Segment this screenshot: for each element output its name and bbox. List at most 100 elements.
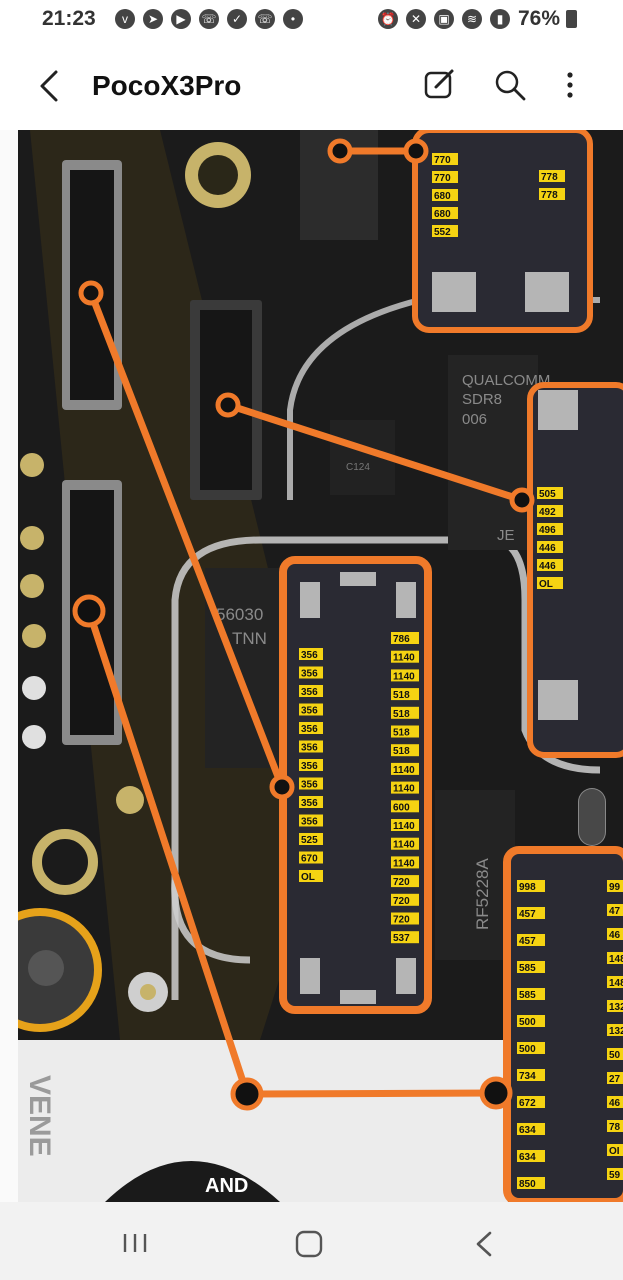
value-label: 518	[393, 690, 410, 701]
ic-mid-right	[527, 382, 623, 758]
viber-icon: ☏	[199, 9, 219, 29]
value-label: 500	[519, 1017, 536, 1028]
back-button[interactable]	[32, 66, 72, 106]
value-label-bg	[607, 952, 623, 964]
value-label: 132	[609, 1002, 623, 1013]
check-icon: ✓	[227, 9, 247, 29]
more-options-button[interactable]	[552, 65, 588, 105]
telegram-icon: ➤	[143, 9, 163, 29]
ic-top-pad-1	[432, 272, 476, 312]
value-label: 634	[519, 1152, 536, 1163]
value-label-bg	[607, 976, 623, 988]
value-label: OL	[539, 579, 553, 590]
gold-pad-3	[20, 574, 44, 598]
value-label: 770	[434, 173, 451, 184]
value-label: 998	[519, 882, 536, 893]
value-label: 1140	[393, 765, 415, 776]
value-label: 778	[541, 190, 558, 201]
value-label: OI	[609, 1146, 620, 1157]
ic-center-pad-6	[340, 990, 376, 1004]
battery-percent: 76%	[518, 7, 561, 30]
value-label: 356	[301, 743, 318, 754]
line-left-diagonal	[87, 289, 286, 791]
home-button[interactable]	[295, 1230, 323, 1258]
notification-icons: v ➤ ▶ ☏ ✓ ☏ •	[115, 9, 303, 29]
antenna-center	[140, 984, 156, 1000]
value-label: 600	[393, 802, 410, 813]
chip-c124-label: C124	[346, 462, 370, 473]
value-label-bg	[432, 189, 458, 201]
value-label-bg	[391, 650, 419, 663]
recents-button[interactable]	[122, 1232, 150, 1254]
value-label-bg	[391, 632, 419, 644]
gold-pad-2	[20, 526, 44, 550]
screw-ring-bottom	[32, 829, 98, 895]
value-label: 492	[539, 507, 556, 518]
nfc-icon	[28, 950, 64, 986]
value-label-bg	[517, 961, 545, 973]
value-label-bg	[299, 666, 323, 679]
ic-center-pad-4	[300, 958, 320, 994]
value-label: 99	[609, 882, 621, 893]
value-label: 50	[609, 1050, 621, 1061]
line-left-to-bottom	[85, 607, 251, 1098]
value-label-bg	[537, 487, 563, 499]
value-label-bg	[607, 904, 623, 916]
line-bottom	[243, 1089, 500, 1098]
image-margin	[0, 130, 18, 1202]
chip-56030-label: 56030	[216, 605, 263, 624]
chip-56030	[205, 568, 285, 768]
value-label-bg	[432, 153, 458, 165]
value-label: 457	[519, 936, 536, 947]
value-label-bg	[517, 1150, 545, 1162]
edit-button[interactable]	[420, 65, 460, 105]
value-label-bg	[537, 541, 563, 553]
value-label: 1140	[393, 671, 415, 682]
value-label-bg	[517, 988, 545, 1000]
value-label-bg	[517, 1096, 545, 1108]
gold-pad-5	[116, 786, 144, 814]
edit-icon	[424, 69, 454, 99]
shield-track-low	[171, 879, 251, 964]
search-button[interactable]	[490, 65, 530, 105]
bottom-shield	[18, 1040, 508, 1202]
silver-pad-2	[22, 725, 46, 749]
value-label: 1140	[393, 858, 415, 869]
value-label: 1140	[393, 840, 415, 851]
nav-back-button[interactable]	[472, 1230, 496, 1258]
chip-tnn-label: TNN	[232, 629, 267, 648]
board-schematic: C124 QUALCOMM SDR8 006 JE 56030 TNN RF52…	[18, 130, 623, 1202]
dot-left-bottom	[72, 594, 106, 628]
search-icon	[495, 70, 526, 101]
dot-center-left	[269, 774, 295, 800]
value-label: 778	[541, 172, 558, 183]
value-label: 585	[519, 963, 536, 974]
status-bar: 21:23 v ➤ ▶ ☏ ✓ ☏ • ⏰ ✕ ▣ ≋ ▮ 76%	[0, 0, 623, 40]
value-label: 720	[393, 915, 410, 926]
vpn-icon: v	[115, 9, 135, 29]
value-label: 518	[393, 709, 410, 720]
nav-back-icon	[476, 1231, 492, 1257]
value-label: 672	[519, 1098, 536, 1109]
value-label: 356	[301, 798, 318, 809]
dot-mid-right	[509, 487, 535, 513]
signal-icon: ▮	[490, 9, 510, 29]
board-image[interactable]: C124 QUALCOMM SDR8 006 JE 56030 TNN RF52…	[18, 130, 623, 1202]
value-label-bg	[391, 819, 419, 831]
app-notification-icon: •	[283, 9, 303, 29]
value-label-bg	[432, 225, 458, 237]
value-label: 1140	[393, 784, 415, 795]
value-label: 505	[539, 489, 556, 500]
value-label-bg	[299, 703, 323, 716]
qualcomm-chip	[448, 355, 538, 550]
home-icon	[295, 1230, 323, 1258]
page-title: PocoX3Pro	[92, 70, 242, 101]
zoom-scroll-handle[interactable]	[578, 788, 606, 846]
ic-center-pad-2	[396, 582, 416, 618]
value-label: 537	[393, 933, 410, 944]
value-label-bg	[299, 722, 323, 734]
back-arrow-icon	[40, 70, 58, 102]
dot-center-connector	[215, 392, 241, 418]
dot-bottom-left	[230, 1077, 264, 1111]
